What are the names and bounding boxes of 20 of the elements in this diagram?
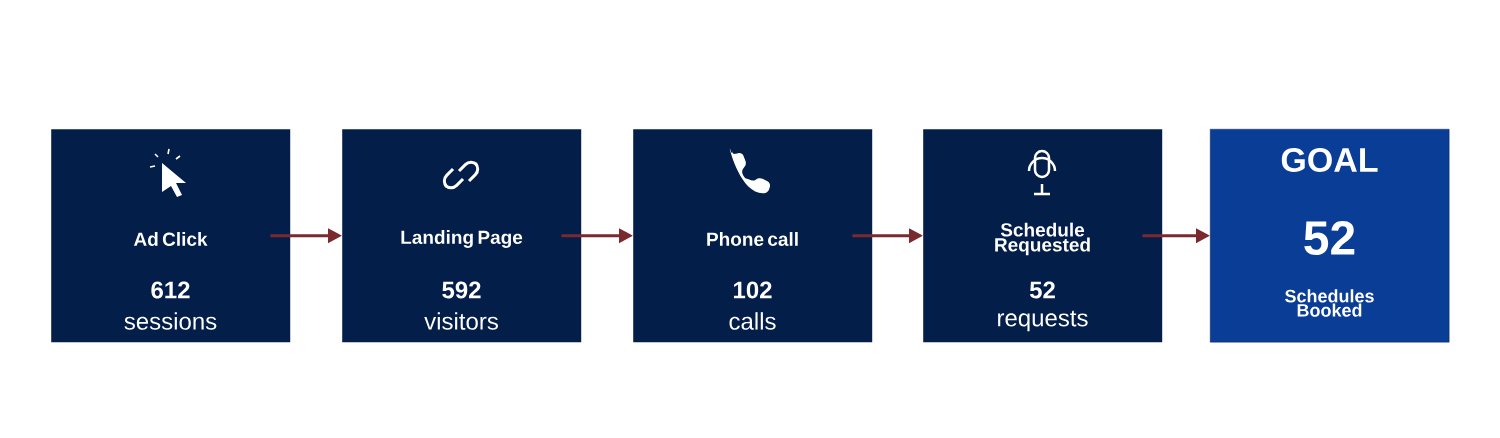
count-value: 52 — [1029, 281, 1055, 299]
box-title: GOAL — [1281, 147, 1378, 173]
count-unit: calls — [729, 312, 776, 330]
process-box — [51, 129, 291, 343]
box-title: Schedule Requested — [995, 222, 1090, 256]
process-box — [1210, 129, 1450, 343]
count-unit: Schedules Booked — [1285, 289, 1374, 317]
count-value: 52 — [1304, 221, 1355, 255]
count-unit: visitors — [424, 312, 498, 330]
count-unit: sessions — [124, 312, 217, 330]
box-title: Phone call — [707, 232, 798, 246]
process-box — [633, 129, 873, 343]
box-title: Ad Click — [133, 232, 208, 246]
count-value: 592 — [442, 281, 481, 299]
process-box — [342, 129, 582, 343]
process-box — [923, 129, 1163, 343]
count-value: 612 — [151, 281, 190, 299]
count-value: 102 — [734, 281, 772, 299]
box-title: Landing Page — [401, 230, 523, 248]
count-unit: requests — [998, 310, 1088, 332]
